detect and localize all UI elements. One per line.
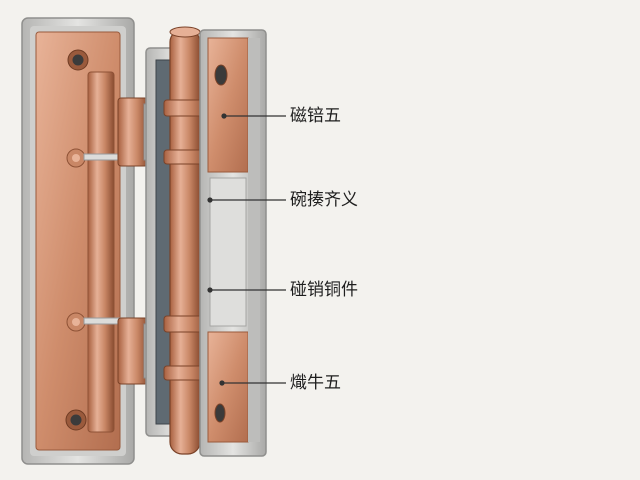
left-mounting-plate xyxy=(21,17,135,465)
label-bottom: 熾牛五 xyxy=(290,373,341,393)
label-top: 磁锫五 xyxy=(290,106,341,126)
label-upper-middle: 碗揍齐义 xyxy=(290,190,358,210)
right-leaf-plate xyxy=(199,29,267,457)
slot-top-right xyxy=(214,64,228,86)
leader-lines xyxy=(207,113,286,386)
label-lower-middle: 碰销铜件 xyxy=(290,280,358,300)
slot-bottom-right xyxy=(214,403,226,423)
hinge-pin-barrel xyxy=(163,26,207,455)
